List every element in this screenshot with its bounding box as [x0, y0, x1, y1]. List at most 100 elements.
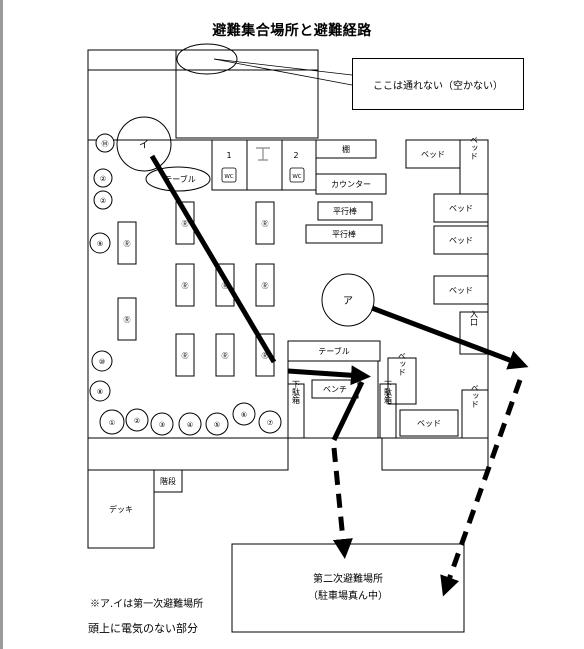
machine-box	[255, 201, 275, 245]
bed-3	[433, 225, 489, 255]
bed-vertical-3	[387, 357, 417, 405]
parallel-bars-label-1: 平行棒	[333, 206, 357, 216]
assembly-point-a	[321, 273, 375, 327]
bed-5	[399, 409, 459, 437]
bed-label: ベッド	[417, 419, 441, 428]
mark-r: Ⓡ	[124, 240, 131, 248]
blocked-passage-callout: ここは通れない（空かない）	[352, 58, 524, 110]
table-left-ellipse	[145, 166, 211, 192]
mark-r: Ⓡ	[222, 282, 229, 290]
mark-r: Ⓡ	[262, 282, 269, 290]
mark-r: Ⓡ	[262, 220, 269, 228]
mark-n2: ②	[100, 175, 106, 183]
assembly-i-label: イ	[139, 140, 149, 151]
entrance-box	[459, 311, 489, 355]
restroom-block	[211, 139, 317, 191]
stairs-label: 階段	[160, 476, 176, 486]
mark-circle	[91, 350, 113, 372]
bottom-wall-right	[381, 437, 489, 471]
counter	[315, 173, 387, 195]
mark-n10: ⑩	[99, 358, 105, 366]
machine-box	[255, 263, 275, 307]
bed-label: ベッド	[449, 236, 473, 245]
machine-box	[215, 333, 235, 377]
shoe-box-left	[287, 383, 305, 439]
callout-line-2	[213, 58, 353, 86]
bed-vertical-label: ベッド	[471, 384, 480, 408]
bed-4	[433, 275, 489, 305]
mark-circle	[93, 168, 113, 188]
route-arrow-a-right	[371, 305, 529, 370]
note-primary-evacuation: ※ア.イは第一次避難場所	[90, 599, 204, 610]
shelf-label: 棚	[342, 144, 350, 154]
parallel-bars-label-2: 平行棒	[332, 229, 356, 239]
mark-circle	[150, 412, 174, 436]
wc-icon	[289, 167, 305, 183]
mark-circle	[89, 232, 111, 254]
mark-circle	[205, 412, 229, 436]
entrance-label: 入口	[470, 310, 479, 326]
secondary-area-sublabel: （駐車場真ん中）	[308, 589, 388, 602]
mark-r: Ⓡ	[262, 352, 269, 360]
route-dashed-center	[331, 447, 353, 559]
parallel-bars-1	[317, 201, 373, 221]
mark-circle	[95, 133, 115, 153]
bed-label: ベッド	[421, 150, 445, 159]
mark-m: Ⓜ	[102, 140, 109, 148]
sink-icon	[256, 147, 270, 161]
parallel-bars-2	[305, 224, 383, 244]
shoe-box-label: 下駄箱	[292, 380, 301, 405]
mark-n1: ①	[109, 419, 115, 427]
mark-circle	[125, 408, 149, 432]
machine-box	[117, 297, 137, 341]
bed-vertical-label: ベッド	[470, 136, 479, 160]
mark-circle	[232, 402, 256, 426]
machine-box	[175, 333, 195, 377]
mark-n4: ④	[187, 421, 193, 429]
secondary-area-label: 第二次避難場所	[313, 572, 383, 585]
shoe-box-label: 下駄箱	[384, 380, 393, 405]
bottom-wall-left	[87, 437, 289, 471]
bed-label: ベッド	[449, 286, 473, 295]
mark-r: Ⓡ	[124, 316, 131, 324]
mark-r: Ⓡ	[182, 352, 189, 360]
bench-label: ベンチ	[323, 385, 347, 394]
mark-n2: ②	[100, 197, 106, 205]
note-no-overhead-lights: 頭上に電気のない部分	[88, 622, 198, 635]
route-arrow-i-right	[287, 365, 371, 386]
mark-n3: ③	[159, 421, 165, 429]
bed-vertical-label: ベッド	[398, 352, 407, 376]
stairs	[153, 469, 183, 493]
mark-circle	[258, 410, 282, 434]
machine-box	[215, 263, 235, 307]
page-left-edge	[0, 0, 3, 649]
machine-box	[117, 221, 137, 265]
mark-n2: ②	[134, 417, 140, 425]
route-arrow-i-diagonal	[149, 154, 277, 364]
secondary-area-box	[231, 543, 465, 633]
machine-box	[175, 263, 195, 307]
deck	[87, 469, 155, 549]
counter-label: カウンター	[331, 180, 371, 189]
mark-circle	[93, 190, 113, 210]
page-title: 避難集合場所と避難経路	[212, 23, 372, 39]
mark-r: Ⓡ	[182, 220, 189, 228]
callout-line-1	[213, 58, 353, 76]
mark-circle	[178, 412, 202, 436]
mark-circle	[99, 409, 125, 435]
mark-n8: ⑧	[97, 388, 103, 396]
assembly-a-label: ア	[343, 296, 353, 307]
wc1-number: 1	[226, 151, 231, 160]
shelf	[315, 139, 377, 159]
wc2-number: 2	[293, 151, 298, 160]
mark-n6: ⑥	[241, 411, 247, 419]
mark-n7: ⑦	[267, 419, 273, 427]
assembly-point-i	[116, 116, 172, 172]
mark-n9: ⑨	[97, 240, 103, 248]
bed-2	[433, 193, 489, 223]
route-arrow-bench-down	[331, 380, 365, 442]
wc2-label: WC	[292, 174, 301, 180]
wc-icon	[221, 167, 237, 183]
